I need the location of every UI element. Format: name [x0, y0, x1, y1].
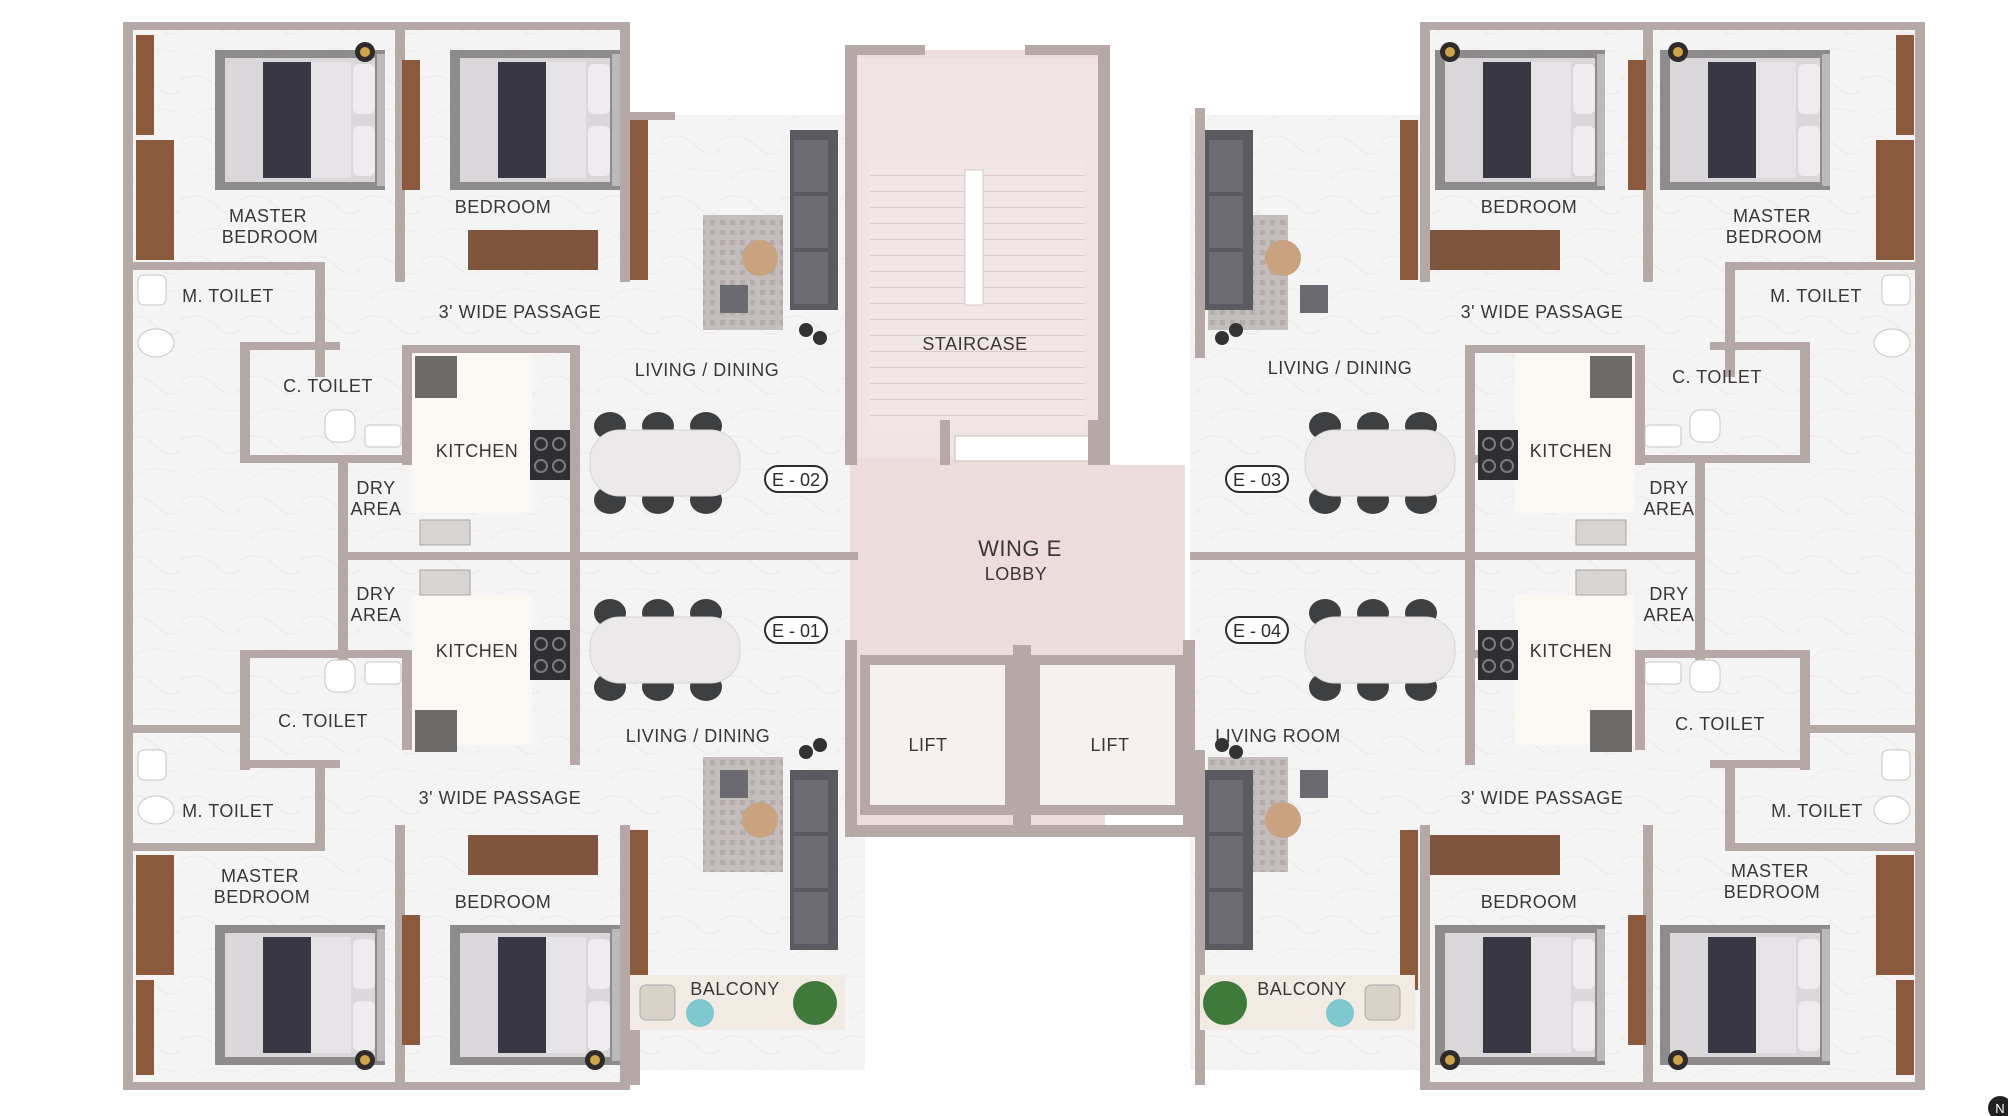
label-master-bedroom-2b: BEDROOM	[214, 887, 311, 907]
label-master-bedroom-3b: BEDROOM	[1726, 227, 1823, 247]
label-dry-3: DRY	[1649, 478, 1688, 498]
wardrobes	[136, 35, 1914, 1075]
label-passage-1: 3' WIDE PASSAGE	[439, 302, 602, 322]
label-m-toilet-1: M. TOILET	[182, 286, 274, 306]
label-passage-4: 3' WIDE PASSAGE	[1461, 788, 1624, 808]
label-living-room-4: LIVING ROOM	[1215, 726, 1341, 746]
label-bedroom-1: BEDROOM	[455, 197, 552, 217]
kitchens	[412, 353, 1635, 752]
label-passage-3: 3' WIDE PASSAGE	[1461, 302, 1624, 322]
label-c-toilet-3: C. TOILET	[1672, 367, 1762, 387]
label-m-toilet-2: M. TOILET	[182, 801, 274, 821]
label-kitchen-3: KITCHEN	[1530, 441, 1613, 461]
unit-tag-e01: E - 01	[764, 616, 828, 644]
label-m-toilet-4: M. TOILET	[1771, 801, 1863, 821]
label-lift-2: LIFT	[1090, 735, 1129, 755]
unit-tag-e03: E - 03	[1225, 465, 1289, 493]
label-kitchen-2: KITCHEN	[436, 641, 519, 661]
unit-tag-e04: E - 04	[1225, 616, 1289, 644]
label-dry-3b: AREA	[1643, 499, 1694, 519]
label-master-bedroom-1b: BEDROOM	[222, 227, 319, 247]
label-passage-2: 3' WIDE PASSAGE	[419, 788, 582, 808]
label-lift-1: LIFT	[908, 735, 947, 755]
label-master-bedroom-4: MASTER	[1731, 861, 1809, 881]
label-balcony-2: BALCONY	[1257, 979, 1347, 999]
label-master-bedroom-3: MASTER	[1733, 206, 1811, 226]
label-balcony-1: BALCONY	[690, 979, 780, 999]
label-kitchen-4: KITCHEN	[1530, 641, 1613, 661]
room-labels: MASTER BEDROOM BEDROOM M. TOILET 3' WIDE…	[182, 197, 1863, 999]
label-living-1: LIVING / DINING	[635, 360, 780, 380]
label-dry-2: DRY	[356, 584, 395, 604]
label-c-toilet-1: C. TOILET	[283, 376, 373, 396]
label-dry-4b: AREA	[1643, 605, 1694, 625]
label-lobby-1: WING E	[978, 536, 1062, 561]
label-bedroom-2: BEDROOM	[455, 892, 552, 912]
label-master-bedroom-1: MASTER	[229, 206, 307, 226]
lamp-icon	[355, 42, 1688, 1070]
svg-text:E - 01: E - 01	[772, 621, 820, 641]
unit-tags: E - 02 E - 01 E - 03 E - 04	[764, 465, 1289, 644]
svg-text:N: N	[1995, 1101, 2004, 1116]
svg-text:E - 02: E - 02	[772, 470, 820, 490]
label-dry-2b: AREA	[350, 605, 401, 625]
label-kitchen-1: KITCHEN	[436, 441, 519, 461]
label-c-toilet-4: C. TOILET	[1675, 714, 1765, 734]
svg-text:E - 04: E - 04	[1233, 621, 1281, 641]
label-staircase: STAIRCASE	[922, 334, 1027, 354]
label-dry-1: DRY	[356, 478, 395, 498]
compass-icon: N	[1988, 1096, 2008, 1116]
svg-text:E - 03: E - 03	[1233, 470, 1281, 490]
walls	[123, 22, 1925, 1090]
balconies	[630, 975, 1415, 1030]
label-living-3: LIVING / DINING	[1268, 358, 1413, 378]
label-living-2: LIVING / DINING	[626, 726, 771, 746]
label-dry-4: DRY	[1649, 584, 1688, 604]
label-master-bedroom-4b: BEDROOM	[1724, 882, 1821, 902]
label-lobby-2: LOBBY	[985, 564, 1048, 584]
label-bedroom-4: BEDROOM	[1481, 892, 1578, 912]
label-m-toilet-3: M. TOILET	[1770, 286, 1862, 306]
label-bedroom-3: BEDROOM	[1481, 197, 1578, 217]
label-dry-1b: AREA	[350, 499, 401, 519]
plant-icon	[799, 323, 1243, 759]
living-furniture	[589, 130, 1456, 950]
label-master-bedroom-2: MASTER	[221, 866, 299, 886]
toilet-fixtures	[137, 274, 1911, 825]
unit-tag-e02: E - 02	[764, 465, 828, 493]
label-c-toilet-2: C. TOILET	[278, 711, 368, 731]
